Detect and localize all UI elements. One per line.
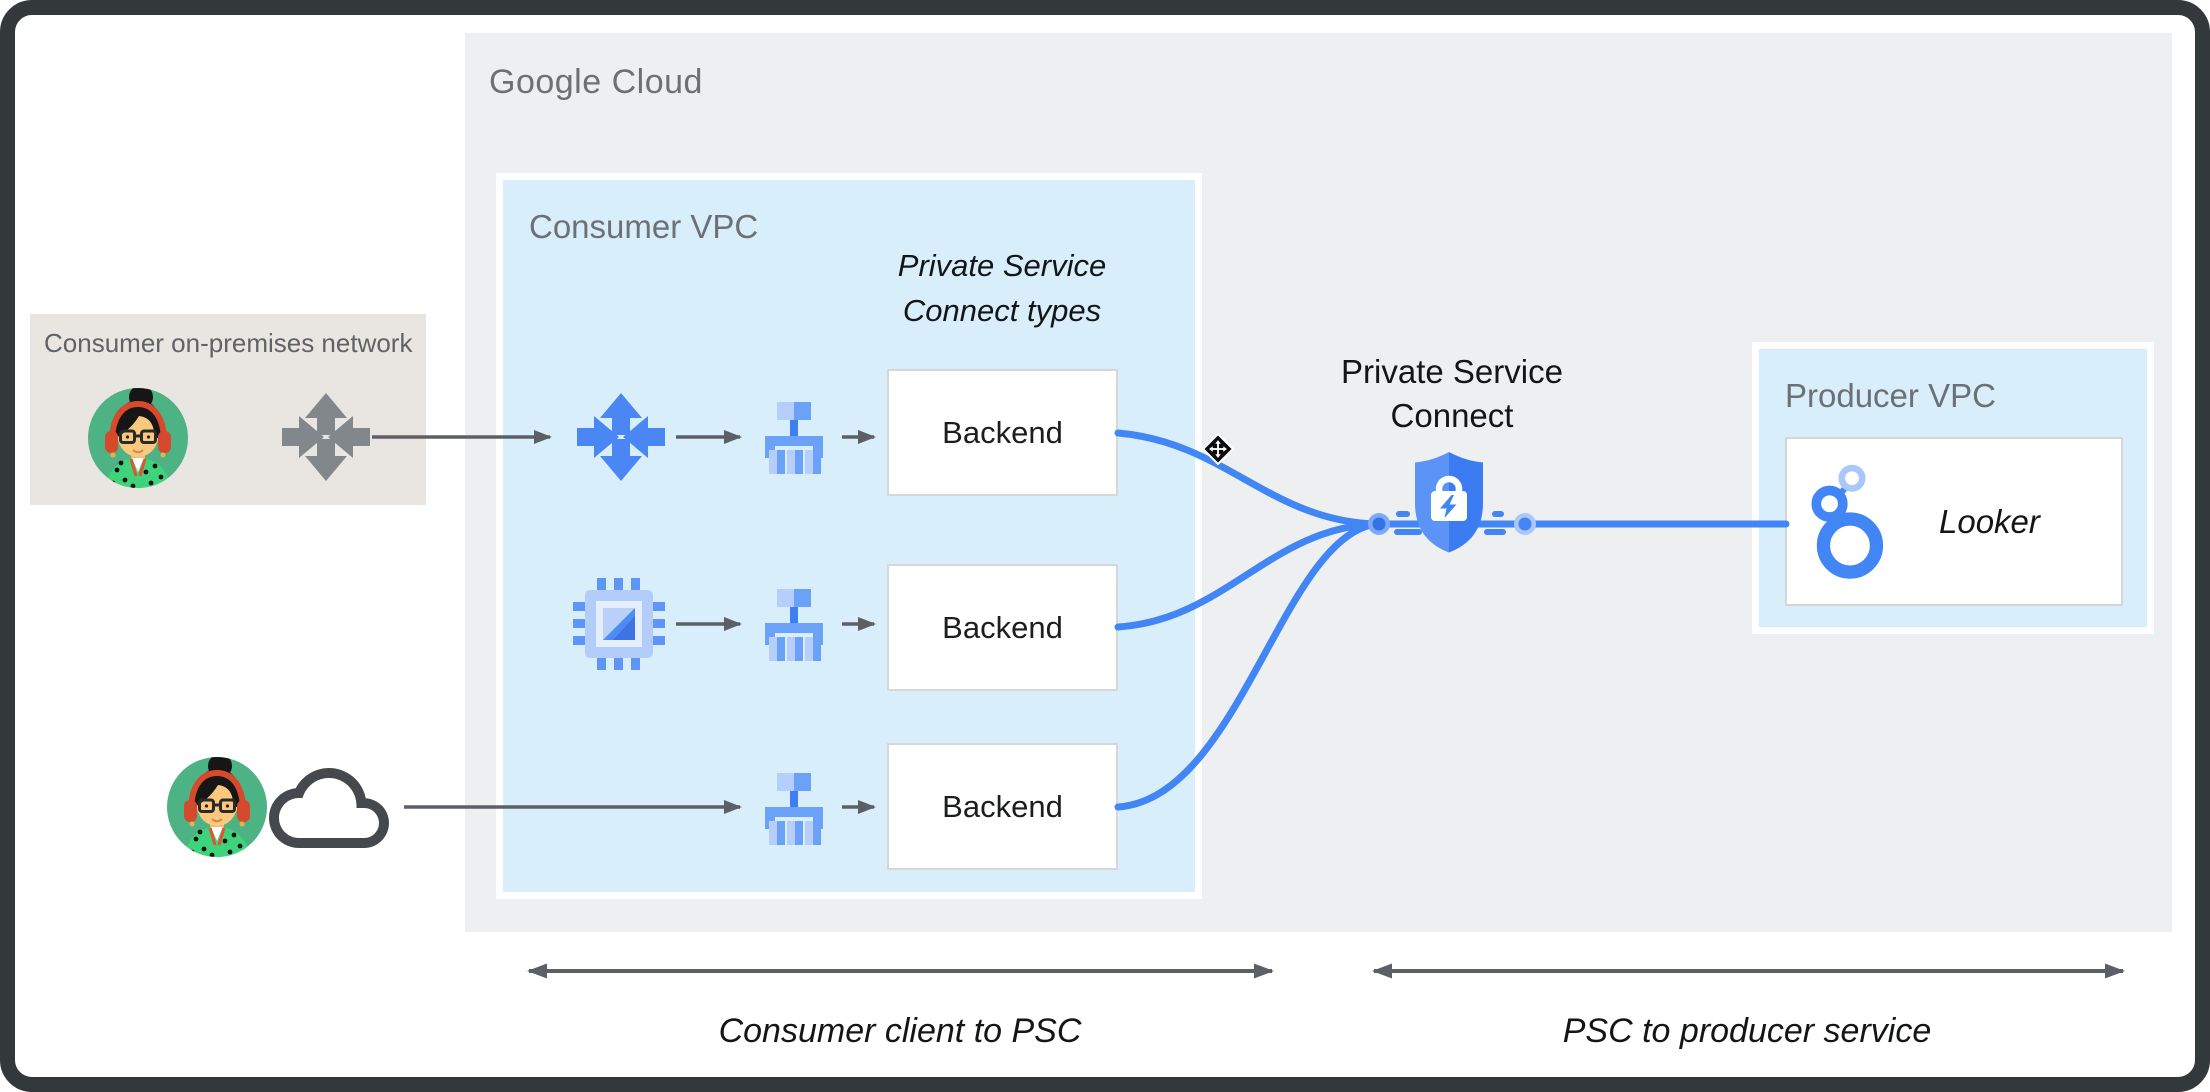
psc-to-producer-service-label: PSC to producer service [1562,1012,1932,1050]
psc-endpoint-dots [1368,513,1536,535]
looker-label: Looker [1939,502,2040,540]
backend-box-2: Backend [887,564,1118,691]
backend-label-1: Backend [942,414,1063,450]
consumer-client-to-psc-label: Consumer client to PSC [718,1012,1082,1050]
compute-engine-icon [573,578,665,670]
private-service-connect-label: Private Service Connect [1341,353,1563,434]
cloud-user-avatar-icon [167,757,267,857]
psc-shield-icon [1415,452,1483,553]
gray-flow-arrows [372,430,876,814]
on-prem-hybrid-network-icon [280,391,372,483]
google-cloud-label: Google Cloud [489,63,703,101]
backend-label-3: Backend [942,788,1063,824]
consumer-vpc-label: Consumer VPC [529,208,759,245]
producer-vpc-label: Producer VPC [1785,377,1996,414]
consumer-on-premises-label: Consumer on-premises network [44,328,413,358]
looker-icon [1811,464,1884,579]
load-balancer-icon-2 [755,585,833,663]
consumer-on-premises-box: Consumer on-premises network [30,314,426,505]
psc-types-label: Private Service Connect types [897,248,1107,328]
consumer-avatar-icon [88,388,188,488]
psc-dash-marks [1394,511,1506,535]
cloud-icon [269,768,389,848]
vpc-hybrid-network-icon [575,391,667,483]
backend-label-2: Backend [942,609,1063,645]
backend-box-1: Backend [887,369,1118,496]
looker-service-box: Looker [1785,437,2123,606]
move-cursor-icon [1202,433,1234,465]
load-balancer-icon-1 [755,398,833,476]
load-balancer-icon-3 [755,769,833,847]
